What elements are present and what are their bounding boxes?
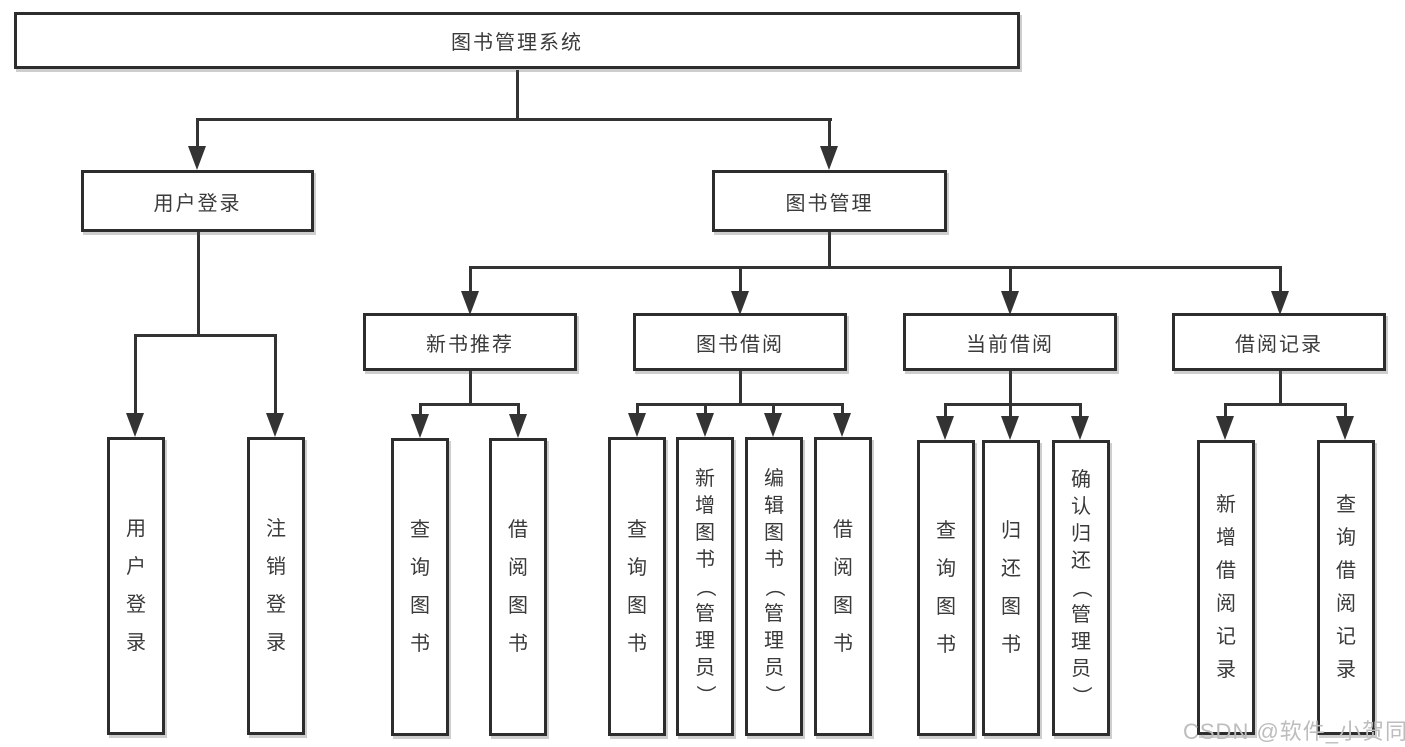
connector-bookborrow-branch <box>636 403 844 406</box>
connector-drop-nb-borrow <box>517 403 520 417</box>
node-new-book-recommend: 新书推荐 <box>363 313 577 371</box>
arrowhead-leaf-login <box>126 413 144 437</box>
arrowhead-bb-query <box>628 413 646 437</box>
arrowhead-br-add <box>1216 416 1234 440</box>
leaf-bb-edit-book-admin: 编辑图书（管理员） <box>745 437 803 736</box>
leaf-cb-confirm-return-admin-label: 确认归还（管理员） <box>1070 469 1092 706</box>
node-current-borrow: 当前借阅 <box>903 313 1117 371</box>
leaf-br-query-record: 查询借阅记录 <box>1317 440 1375 735</box>
connector-drop-borrowrecord <box>1279 266 1282 294</box>
node-book-management: 图书管理 <box>712 170 947 232</box>
connector-currentborrow-trunk <box>1009 371 1012 405</box>
leaf-logout: 注销登录 <box>247 437 305 735</box>
leaf-br-add-record: 新增借阅记录 <box>1197 440 1255 735</box>
connector-drop-bb-add <box>704 403 707 415</box>
connector-drop-bb-query <box>636 403 639 415</box>
arrowhead-nb-query <box>411 414 429 438</box>
leaf-bb-add-book-admin-label: 新增图书（管理员） <box>694 467 716 705</box>
leaf-br-query-record-label: 查询借阅记录 <box>1336 494 1356 681</box>
connector-drop-nb-query <box>419 403 422 417</box>
arrowhead-currentborrow <box>1001 291 1019 315</box>
connector-drop-cb-return <box>1009 403 1012 417</box>
connector-newbook-branch <box>419 403 520 406</box>
node-borrow-record: 借阅记录 <box>1172 313 1386 371</box>
leaf-nb-borrow-book: 借阅图书 <box>489 438 547 736</box>
connector-drop-user-login <box>196 118 199 150</box>
connector-drop-book-mgmt <box>828 118 831 150</box>
connector-drop-br-add <box>1224 403 1227 417</box>
connector-borrowrecord-branch <box>1224 403 1346 406</box>
leaf-cb-query-book: 查询图书 <box>917 440 975 736</box>
node-user-login: 用户登录 <box>81 170 314 232</box>
leaf-cb-query-book-label: 查询图书 <box>936 520 956 656</box>
connector-drop-bb-edit <box>772 403 775 415</box>
arrowhead-newbook <box>461 291 479 315</box>
leaf-user-login: 用户登录 <box>107 437 165 735</box>
connector-bookborrow-trunk <box>739 371 742 405</box>
node-new-book-recommend-label: 新书推荐 <box>426 333 514 356</box>
node-borrow-record-label: 借阅记录 <box>1235 333 1323 356</box>
leaf-bb-query-book-label: 查询图书 <box>627 518 647 655</box>
leaf-cb-return-book: 归还图书 <box>982 440 1040 736</box>
csdn-watermark: CSDN @软件_小贺同学 <box>1183 719 1405 744</box>
arrowhead-br-query <box>1336 416 1354 440</box>
connector-drop-leaf-login <box>134 334 137 416</box>
arrowhead-borrowrecord <box>1271 291 1289 315</box>
leaf-bb-add-book-admin: 新增图书（管理员） <box>676 437 734 736</box>
leaf-cb-return-book-label: 归还图书 <box>1001 520 1021 656</box>
arrowhead-bookborrow <box>731 291 749 315</box>
connector-drop-currentborrow <box>1009 266 1012 294</box>
arrowhead-bb-borrow <box>833 413 851 437</box>
connector-bookmgmt-trunk <box>828 232 831 268</box>
connector-drop-cb-confirm <box>1079 403 1082 417</box>
node-book-borrow-label: 图书借阅 <box>696 333 784 356</box>
connector-borrowrecord-trunk <box>1279 371 1282 405</box>
leaf-bb-borrow-book-label: 借阅图书 <box>833 518 853 655</box>
node-book-borrow: 图书借阅 <box>633 313 847 371</box>
leaf-bb-query-book: 查询图书 <box>608 437 666 736</box>
connector-drop-bookborrow <box>739 266 742 294</box>
connector-drop-br-query <box>1344 403 1347 417</box>
node-current-borrow-label: 当前借阅 <box>966 333 1054 356</box>
arrowhead-cb-return <box>1001 416 1019 440</box>
arrowhead-bb-edit <box>764 413 782 437</box>
arrowhead-user-login <box>188 146 206 170</box>
connector-drop-bb-borrow <box>841 403 844 415</box>
connector-drop-newbook <box>469 266 472 294</box>
connector-level3-branch <box>469 266 1282 269</box>
arrowhead-leaf-logout <box>266 413 284 437</box>
leaf-br-add-record-label: 新增借阅记录 <box>1216 494 1236 681</box>
node-user-login-label: 用户登录 <box>153 192 242 215</box>
connector-newbook-trunk <box>469 371 472 405</box>
leaf-nb-query-book-label: 查询图书 <box>410 519 430 655</box>
leaf-cb-confirm-return-admin: 确认归还（管理员） <box>1052 440 1110 736</box>
node-book-management-label: 图书管理 <box>785 192 874 215</box>
connector-userlogin-trunk <box>197 232 200 336</box>
arrowhead-nb-borrow <box>509 414 527 438</box>
leaf-logout-label: 注销登录 <box>266 518 286 654</box>
leaf-user-login-label: 用户登录 <box>126 518 146 654</box>
leaf-nb-query-book: 查询图书 <box>391 438 449 736</box>
arrowhead-cb-confirm <box>1071 416 1089 440</box>
connector-root-trunk <box>516 70 519 120</box>
leaf-nb-borrow-book-label: 借阅图书 <box>508 519 528 655</box>
node-library-system-label: 图书管理系统 <box>451 32 583 54</box>
connector-currentborrow-branch <box>944 403 1082 406</box>
connector-drop-leaf-logout <box>274 334 277 416</box>
arrowhead-book-mgmt <box>820 146 838 170</box>
connector-drop-cb-query <box>944 403 947 417</box>
arrowhead-bb-add <box>696 413 714 437</box>
leaf-bb-borrow-book: 借阅图书 <box>814 437 872 736</box>
connector-level1-branch <box>196 118 832 121</box>
leaf-bb-edit-book-admin-label: 编辑图书（管理员） <box>763 467 785 705</box>
arrowhead-cb-query <box>936 416 954 440</box>
connector-userlogin-branch <box>134 334 277 337</box>
node-library-system: 图书管理系统 <box>14 12 1020 69</box>
